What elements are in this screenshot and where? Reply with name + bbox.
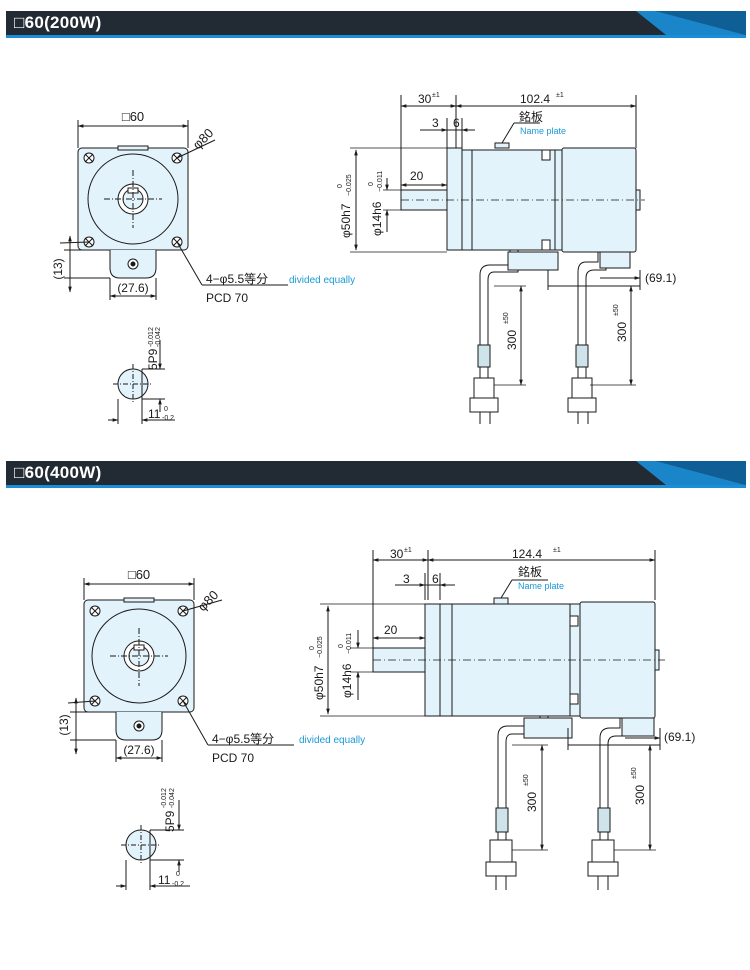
shaft-tol-lower: −0.011 [346, 633, 353, 654]
depth-label: 11 [158, 873, 171, 887]
holes-label: 4−φ5.5等分 [206, 272, 268, 286]
holes-label-en: divided equally [299, 735, 365, 746]
cable-gland-2 [599, 251, 631, 269]
spigot-tol-upper: 0 [337, 184, 344, 188]
cable-offset-label: (69.1) [664, 730, 695, 744]
square-dim-label: □60 [122, 109, 144, 124]
flange-notch [117, 145, 149, 151]
section-title: □60(400W) [14, 463, 102, 482]
nameplate-en: Name plate [518, 581, 564, 591]
banner-background [6, 461, 746, 488]
depth-tol-lower: -0.2 [162, 415, 174, 422]
key-label: 5P9 [163, 810, 177, 832]
connector-2-icon [567, 367, 597, 424]
cable1-len: 300 [525, 792, 539, 812]
holes-label-en: divided equally [289, 275, 355, 286]
flange-len-tol: ±1 [404, 547, 412, 554]
section-banner: □60(400W) [6, 461, 746, 488]
connector-2-icon [587, 832, 619, 890]
dim-3: 3 [432, 116, 439, 130]
key-tol-lower: -0.042 [155, 327, 162, 347]
body-len-label: 102.4 [520, 92, 550, 106]
nameplate-jp: 銘板 [518, 564, 542, 579]
body-len-tol: ±1 [556, 92, 564, 99]
cable2-len: 300 [615, 322, 629, 342]
connector-1-icon [469, 367, 499, 424]
pcd-label: PCD 70 [206, 291, 248, 305]
shaft-tol-upper: 0 [338, 644, 345, 648]
cable2-tol: ±50 [613, 304, 620, 316]
nameplate-en: Name plate [520, 126, 566, 136]
cable2-tol: ±50 [631, 767, 638, 779]
shaft-dia-label: φ14h6 [340, 663, 354, 698]
key-tol-upper: -0.012 [161, 788, 168, 808]
flange-len-label: 30 [390, 547, 404, 561]
shaft-len-label: 20 [410, 169, 424, 183]
shaft-end-view [108, 340, 175, 424]
front-view [67, 578, 294, 762]
nameplate [493, 597, 509, 605]
flange [446, 147, 463, 251]
section-banner: □60(200W) [6, 11, 746, 38]
section-200w: □60(200W) [0, 0, 750, 455]
key-tol-upper: -0.012 [148, 327, 155, 347]
depth-tol-lower: -0.2 [172, 881, 184, 888]
shaft-dia-label: φ14h6 [370, 201, 384, 236]
depth-tol-upper: 0 [164, 406, 168, 413]
depth-tol-upper: 0 [176, 871, 180, 878]
dim-6: 6 [453, 116, 460, 130]
dim-3: 3 [403, 572, 410, 586]
tab-width-label: (27.6) [123, 743, 154, 757]
section-title: □60(200W) [14, 13, 102, 32]
flange-len-label: 30 [418, 92, 432, 106]
spigot-tol-lower: −0.025 [346, 174, 353, 196]
dim-6: 6 [432, 572, 439, 586]
key-label: 5P9 [146, 348, 160, 370]
side-view [350, 95, 645, 424]
spigot-tol-upper: 0 [309, 646, 316, 650]
shaft-end-view [116, 800, 190, 890]
drawing-400w: □60 φ80 (13) (27.6) 4−φ5.5等分 divided equ… [57, 547, 695, 890]
cable1-tol: ±50 [523, 774, 530, 786]
shaft-len-label: 20 [384, 623, 398, 637]
drawing-200w: □60 φ80 (13) (27.6) 4−φ5.5等分 divided equ… [51, 92, 676, 424]
cable1-tol: ±50 [503, 312, 510, 324]
cable2-len: 300 [633, 785, 647, 805]
spigot-tol-lower: −0.025 [317, 636, 324, 658]
holes-label: 4−φ5.5等分 [212, 732, 274, 746]
pcd-label: PCD 70 [212, 751, 254, 765]
cable-gland-1 [507, 251, 559, 271]
front-view [59, 120, 288, 300]
flange-notch [123, 597, 155, 603]
body-len-tol: ±1 [553, 547, 561, 554]
pcd-dia-label: φ80 [190, 125, 217, 152]
square-dim-label: □60 [128, 567, 150, 582]
banner-background [6, 11, 746, 38]
shaft-tol-upper: 0 [368, 182, 375, 186]
cable-gland-2 [621, 717, 655, 737]
depth-label: 11 [148, 407, 161, 421]
section-400w: □60(400W) [0, 455, 750, 970]
body-len-label: 124.4 [512, 547, 542, 561]
offset-label: (13) [51, 258, 65, 279]
cable1-len: 300 [505, 330, 519, 350]
cable-gland-1 [523, 717, 573, 739]
pcd-dia-label: φ80 [195, 587, 222, 614]
cable-offset-label: (69.1) [645, 271, 676, 285]
tab-width-label: (27.6) [117, 281, 148, 295]
nameplate-jp: 銘板 [519, 109, 543, 124]
key-tol-lower: -0.042 [169, 788, 176, 808]
side-view [320, 550, 665, 890]
shaft-tol-lower: −0.011 [377, 171, 384, 192]
flange-len-tol: ±1 [432, 92, 440, 99]
spigot-label: φ50h7 [339, 203, 353, 238]
connector-1-icon [485, 832, 517, 890]
nameplate [494, 142, 510, 149]
spigot-label: φ50h7 [312, 665, 326, 700]
offset-label: (13) [57, 714, 71, 735]
